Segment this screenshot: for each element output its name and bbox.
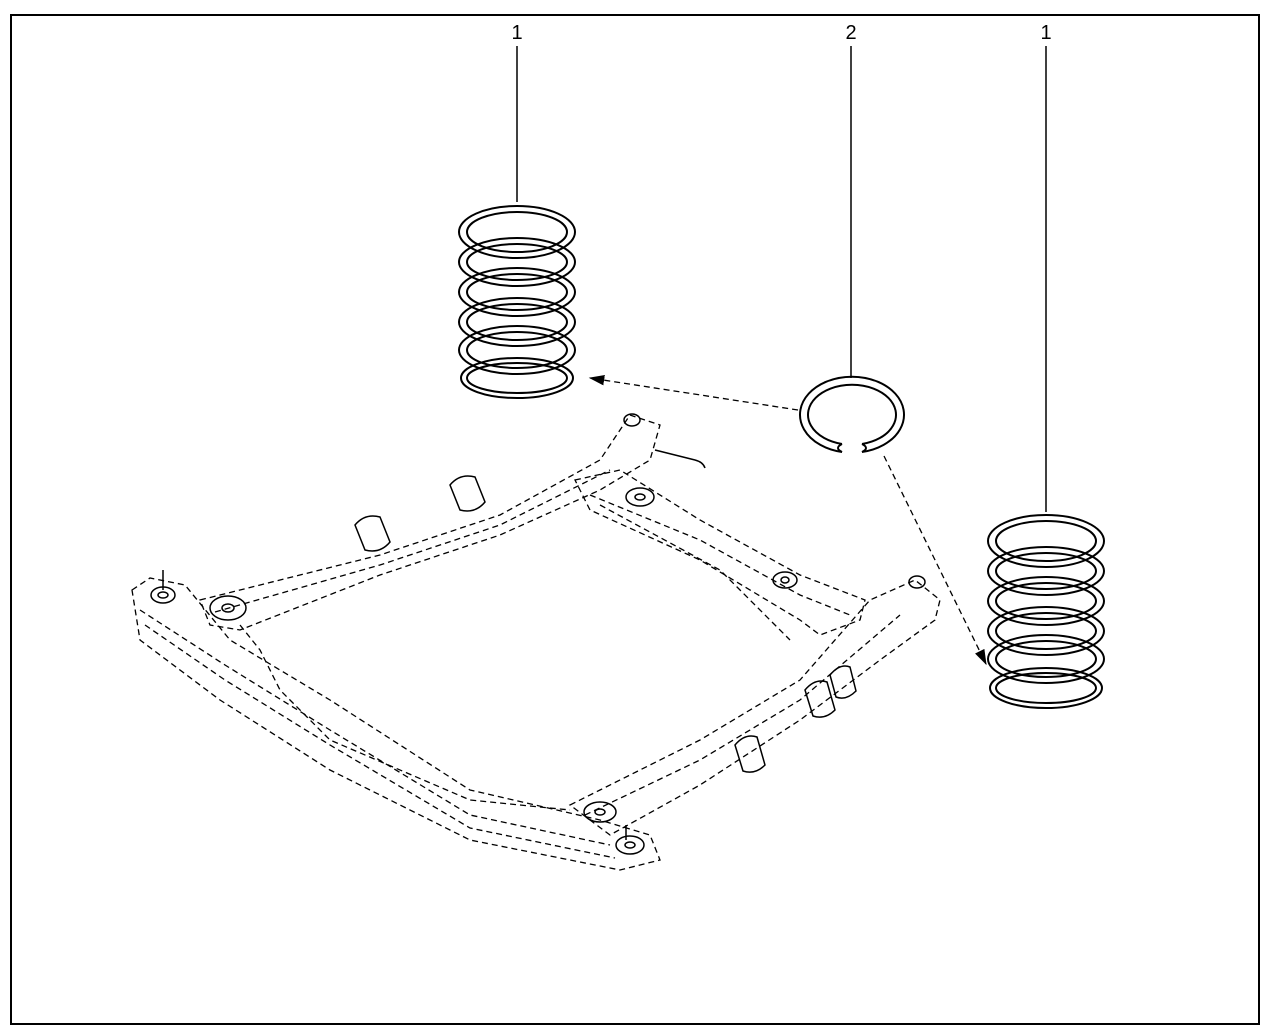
front-subframe bbox=[131, 414, 941, 871]
callout-label-1-right: 1 bbox=[1040, 22, 1052, 44]
install-arrow-left bbox=[588, 375, 799, 411]
callout-label-1-left: 1 bbox=[511, 22, 523, 44]
spring-insulator-ring bbox=[799, 375, 905, 453]
install-arrow-right bbox=[883, 455, 987, 666]
coil-spring-right bbox=[987, 514, 1105, 709]
diagram-frame bbox=[10, 14, 1260, 1025]
callout-label-2: 2 bbox=[845, 22, 857, 44]
coil-spring-left bbox=[458, 205, 576, 399]
subframe-mounts bbox=[150, 413, 926, 855]
